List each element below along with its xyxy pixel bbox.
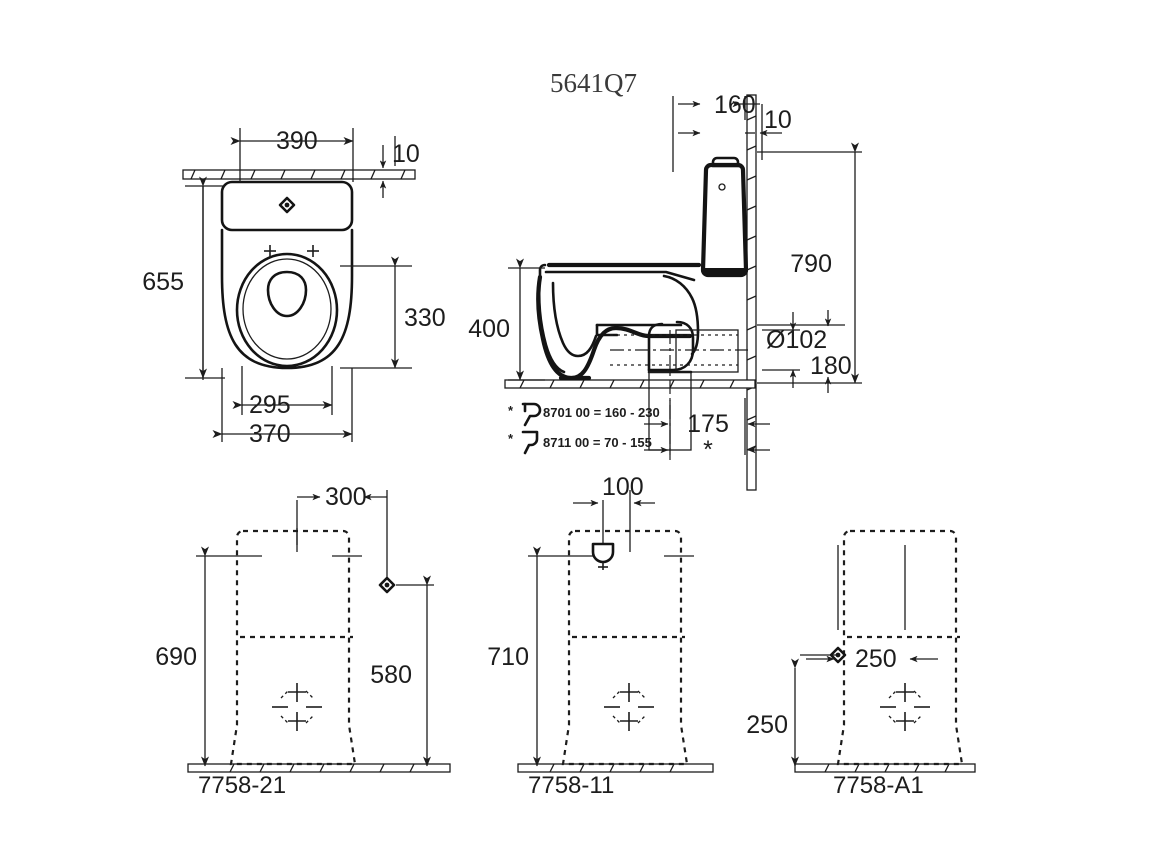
svg-text:8701 00 = 160 - 230: 8701 00 = 160 - 230 (543, 405, 660, 420)
page-title: 5641Q7 (550, 68, 637, 98)
section-dim-160: 160 (678, 91, 760, 137)
elev1-extension-lines (196, 490, 434, 586)
elev2-dim-710: 710 (487, 546, 541, 767)
plan-view: 390 10 655 330 295 (142, 127, 445, 448)
s-trap-connector-icon (521, 430, 539, 455)
flush-button-icon (278, 196, 296, 214)
plan-wall-band (182, 169, 416, 180)
elevation-7758-A1: 250 250 7758-A1 (746, 529, 976, 799)
elevation-7758-11: 100 710 7758-11 (487, 473, 714, 799)
plan-dim-10: 10 (379, 140, 420, 198)
section-floor-band (504, 379, 756, 389)
elev3-label: 7758-A1 (833, 772, 924, 799)
elev1-dim-580: 580 (370, 575, 431, 767)
section-cistern (700, 156, 749, 278)
elev2-floor-band (517, 763, 714, 773)
svg-text:250: 250 (855, 645, 897, 673)
elev3-dim-250-h: 250 (806, 645, 938, 673)
plan-dim-655: 655 (142, 176, 207, 379)
elevation-7758-21: 300 690 580 7758-21 (155, 483, 451, 799)
water-supply-diamond-icon (378, 576, 396, 594)
fixing-point-icon (272, 683, 322, 731)
section-extension-lines (508, 96, 862, 384)
elev3-dim-250-v: 250 (746, 658, 799, 767)
water-supply-diamond-icon (829, 646, 847, 664)
svg-text:710: 710 (487, 643, 529, 671)
svg-text:330: 330 (404, 304, 446, 332)
svg-text:790: 790 (790, 250, 832, 278)
fixing-point-icon (604, 683, 654, 731)
elev3-extension-lines (800, 545, 906, 656)
svg-text:300: 300 (325, 483, 367, 511)
section-dim-180: 180 (810, 310, 852, 393)
svg-text:180: 180 (810, 352, 852, 380)
svg-text:8711 00 = 70 - 155: 8711 00 = 70 - 155 (543, 435, 652, 450)
svg-text:*: * (508, 431, 514, 446)
section-wall-band (746, 94, 757, 491)
footnote-s-trap: * 8711 00 = 70 - 155 (508, 430, 652, 455)
svg-text:400: 400 (468, 315, 510, 343)
plan-bowl-inner (242, 258, 332, 360)
plan-dim-295: 295 (232, 391, 333, 419)
elev3-floor-band (794, 763, 976, 773)
section-dim-400: 400 (468, 258, 524, 381)
elev1-label: 7758-21 (198, 772, 286, 799)
section-dim-dia102: Ø102 (766, 312, 827, 388)
section-pan-profile (536, 262, 702, 381)
side-section-view: 160 10 790 400 Ø102 (468, 91, 862, 491)
footnote-p-trap: * 8701 00 = 160 - 230 (508, 402, 660, 427)
section-dim-790: 790 (790, 142, 859, 384)
svg-text:10: 10 (764, 106, 792, 134)
svg-text:Ø102: Ø102 (766, 326, 827, 354)
svg-text:*: * (508, 403, 514, 418)
p-trap-connector-icon (521, 402, 542, 427)
plan-trap-outline (266, 270, 308, 318)
plan-dim-330: 330 (391, 256, 446, 369)
elev2-body-outline (561, 529, 689, 766)
elev3-body-outline (836, 529, 964, 766)
elev1-floor-band (187, 763, 451, 773)
svg-text:370: 370 (249, 420, 291, 448)
svg-text:10: 10 (392, 140, 420, 168)
plan-seat-outer (235, 252, 339, 368)
plan-fixing-holes (264, 245, 319, 257)
elev1-dim-300: 300 (297, 483, 387, 511)
svg-text:250: 250 (746, 711, 788, 739)
svg-text:295: 295 (249, 391, 291, 419)
elev2-dim-100: 100 (573, 473, 655, 507)
plan-dim-390: 390 (230, 127, 354, 155)
section-dim-175: 175 * (644, 398, 770, 464)
svg-text:390: 390 (276, 127, 318, 155)
elev1-body-outline (229, 529, 357, 766)
fixing-point-icon (880, 683, 930, 731)
section-dim-10: 10 (745, 106, 792, 137)
elev2-label: 7758-11 (528, 772, 614, 799)
svg-text:160: 160 (714, 91, 756, 119)
svg-text:100: 100 (602, 473, 644, 501)
svg-text:690: 690 (155, 643, 197, 671)
plan-cistern-outline (220, 180, 354, 232)
svg-text:*: * (703, 436, 713, 464)
svg-text:655: 655 (142, 268, 184, 296)
svg-text:580: 580 (370, 661, 412, 689)
svg-text:175: 175 (687, 410, 729, 438)
plan-pan-outline (220, 228, 354, 370)
plan-dim-370: 370 (212, 420, 353, 448)
elev1-dim-690: 690 (155, 546, 209, 767)
inlet-connector-icon (591, 542, 615, 570)
